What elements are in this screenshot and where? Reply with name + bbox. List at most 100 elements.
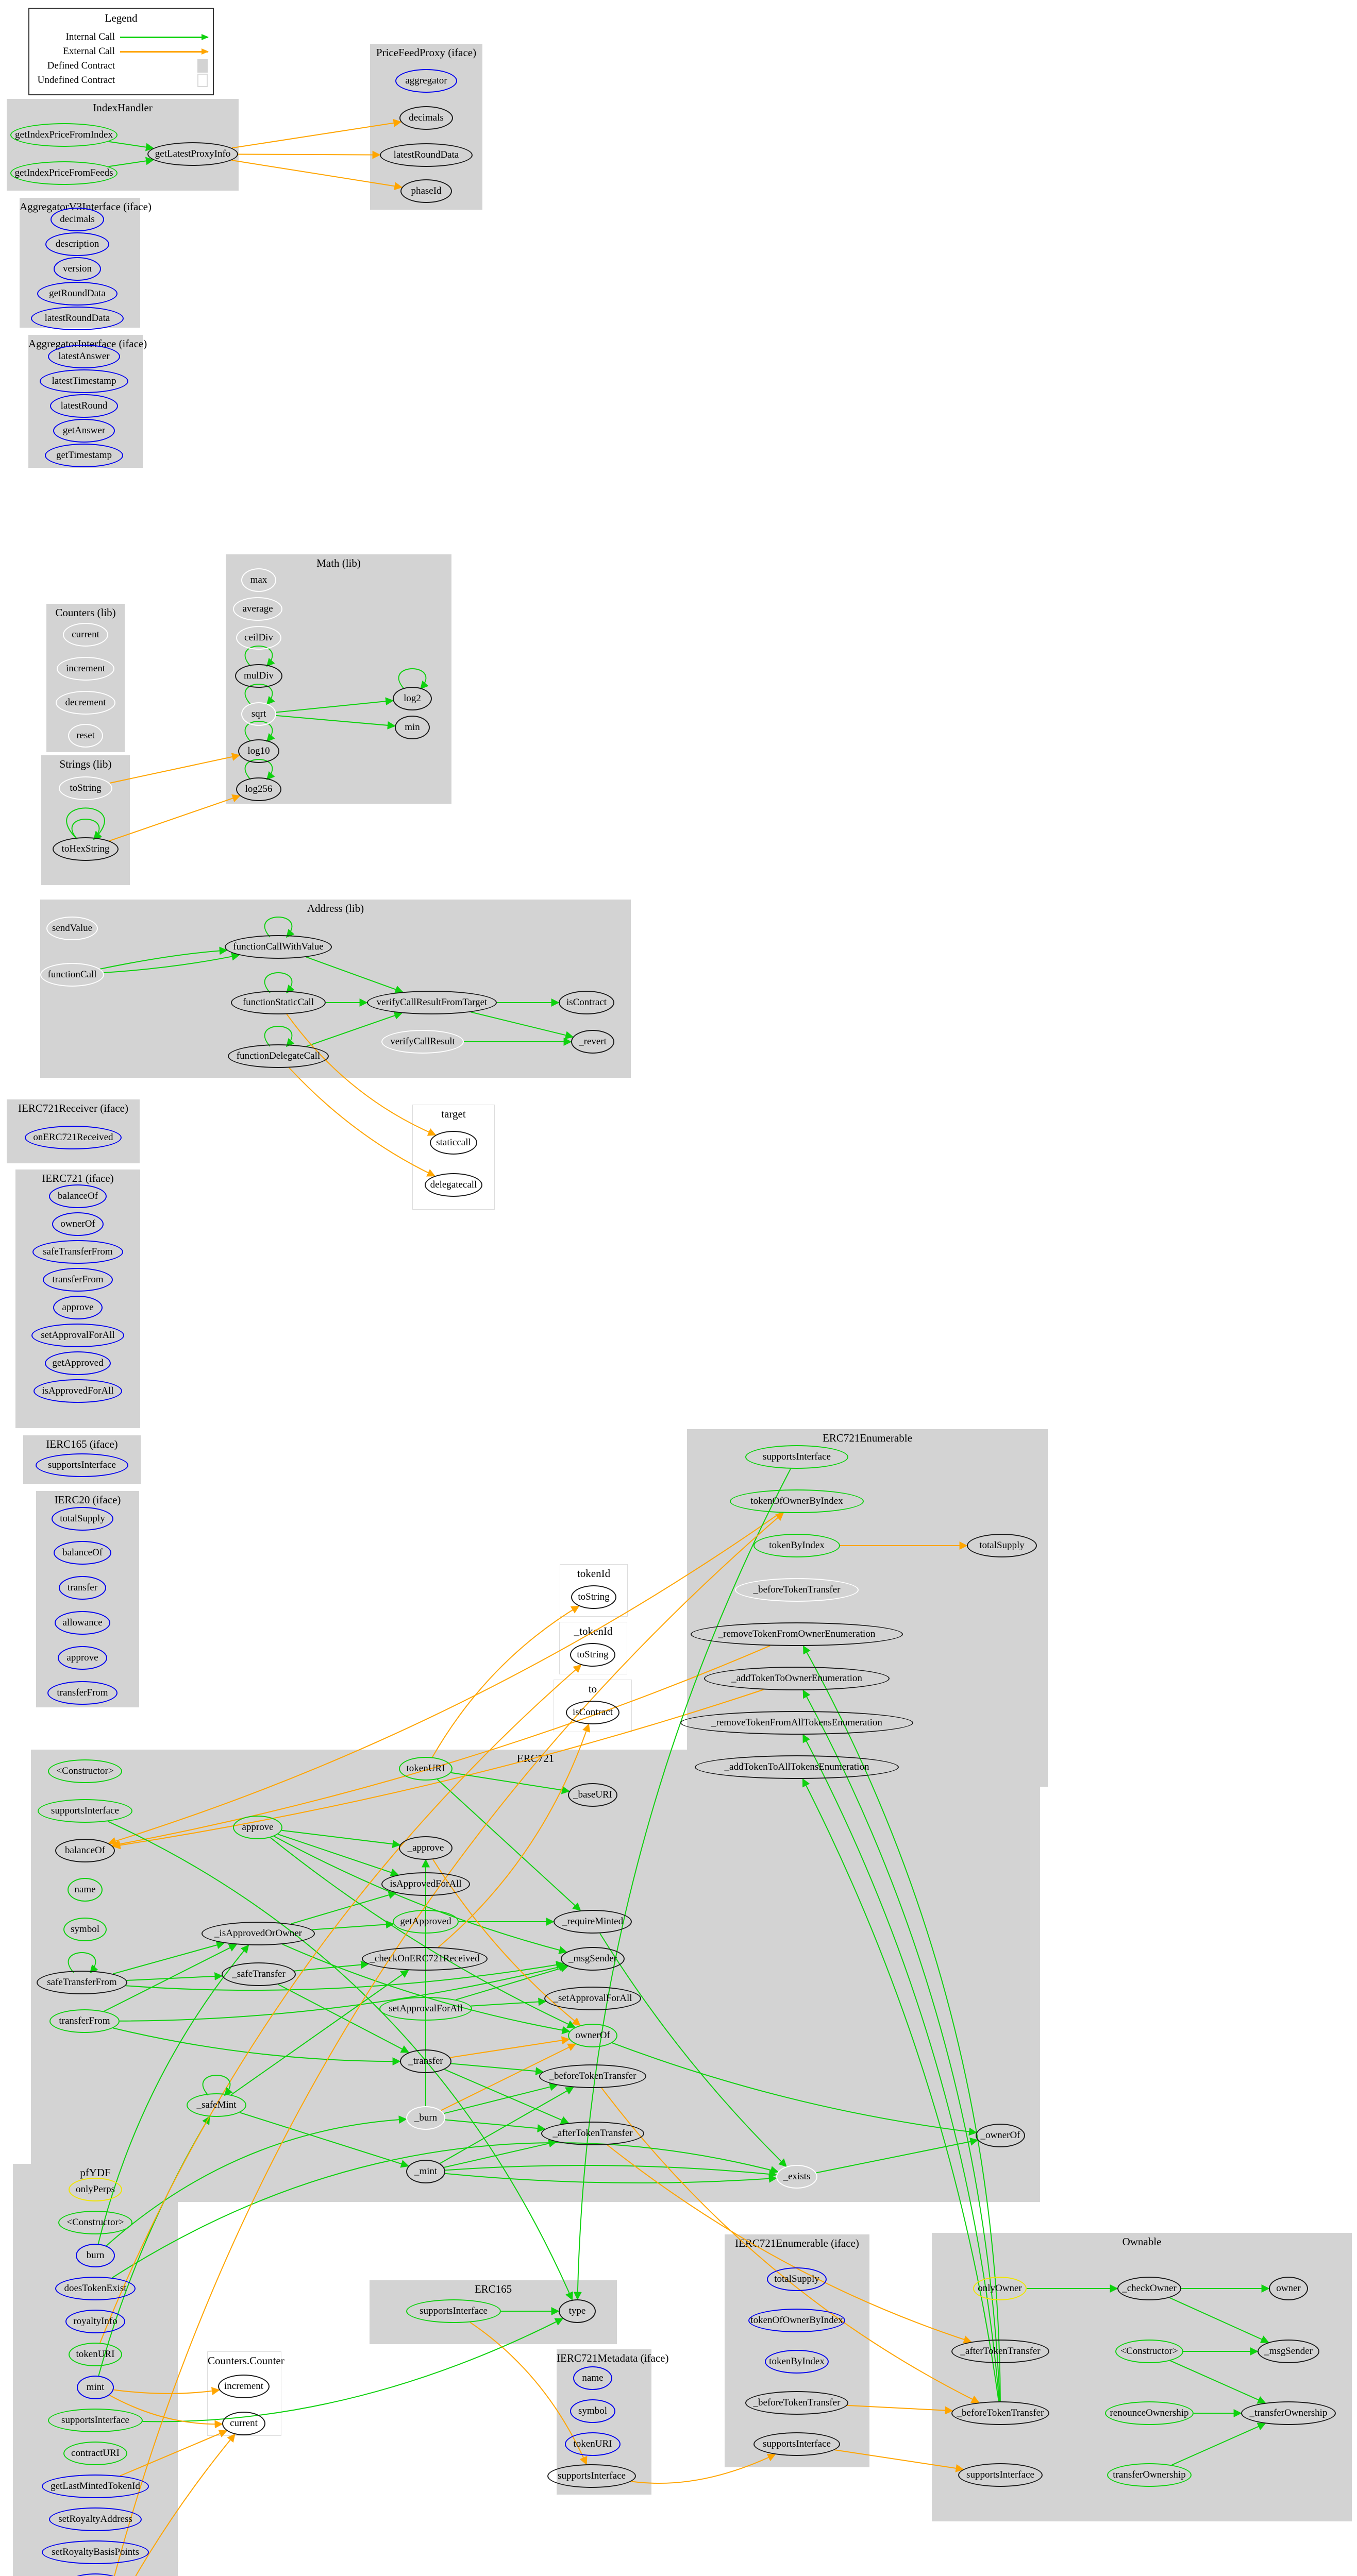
node-e721e._addTokenToAllTokensEnumeration: _addTokenToAllTokensEnumeration	[695, 1755, 899, 1779]
node-cc.increment: increment	[218, 2375, 270, 2398]
node-i721.approve: approve	[53, 1296, 103, 1319]
cluster-title-pf: pfYDF	[80, 2166, 111, 2179]
node-ai.getTimestamp: getTimestamp	[45, 444, 123, 467]
node-i20.approve: approve	[58, 1646, 107, 1670]
node-e721._exists: _exists	[776, 2165, 817, 2189]
node-cnt.current: current	[63, 623, 108, 647]
node-e721._transfer: _transfer	[400, 2049, 451, 2073]
legend-row-undefined-contract: Undefined Contract	[35, 73, 208, 88]
node-i20.transferFrom: transferFrom	[47, 1681, 118, 1705]
node-av3.version: version	[54, 257, 101, 281]
node-e721e.tokenOfOwnerByIndex: tokenOfOwnerByIndex	[730, 1489, 864, 1513]
node-ih.gipff: getIndexPriceFromFeeds	[10, 161, 118, 185]
node-own.renounceOwnership: renounceOwnership	[1105, 2401, 1194, 2425]
node-tgt.staticcall: staticcall	[430, 1131, 477, 1155]
node-cto.isContract2: isContract	[566, 1701, 619, 1724]
node-e721.balanceOf: balanceOf	[55, 1839, 115, 1862]
node-ih.gipfi: getIndexPriceFromIndex	[10, 123, 118, 147]
cluster-title-pfp: PriceFeedProxy (iface)	[376, 46, 477, 59]
node-i721.balanceOf: balanceOf	[49, 1184, 107, 1208]
node-av3.getRoundData: getRoundData	[37, 282, 118, 306]
cluster-title-cto: to	[588, 1683, 597, 1695]
node-math.mulDiv: mulDiv	[235, 664, 282, 688]
node-str.toString: toString	[59, 776, 112, 800]
node-pf.mint: mint	[77, 2376, 114, 2399]
internal-call-label: Internal Call	[65, 31, 115, 42]
cluster-title-own: Ownable	[1122, 2235, 1162, 2248]
cluster-e721: ERC721	[31, 1750, 1040, 2202]
node-e721.ownerOf: ownerOf	[568, 2024, 617, 2047]
node-i721.isApprovedForAll: isApprovedForAll	[33, 1379, 122, 1403]
node-e721e._removeTokenFromOwnerEnumeration: _removeTokenFromOwnerEnumeration	[691, 1622, 903, 1646]
node-e721e._removeTokenFromAllTokensEnumeration: _removeTokenFromAllTokensEnumeration	[680, 1711, 913, 1735]
node-av3.decimals: decimals	[51, 208, 104, 231]
node-e721.name: name	[68, 1878, 103, 1902]
internal-call-arrow-icon	[120, 33, 209, 40]
node-math.log256: log256	[236, 777, 281, 801]
node-e721.approve: approve	[233, 1816, 282, 1839]
node-ai.getAnswer: getAnswer	[53, 419, 115, 443]
cluster-str: Strings (lib)	[41, 755, 130, 885]
node-addr.functionCallWithValue: functionCallWithValue	[225, 935, 332, 959]
node-m721.symbol: symbol	[570, 2399, 615, 2423]
node-addr.verifyCallResultFromTarget: verifyCallResultFromTarget	[367, 991, 497, 1014]
node-own.constructor: <Constructor>	[1115, 2340, 1183, 2363]
node-e721.tokenURI: tokenURI	[399, 1757, 453, 1781]
node-own.owner: owner	[1269, 2277, 1308, 2300]
node-pf.setRoyaltyAddress: setRoyaltyAddress	[49, 2507, 142, 2531]
node-m721.name: name	[573, 2366, 612, 2390]
node-pf.burn: burn	[76, 2244, 115, 2267]
cluster-addr: Address (lib)	[40, 900, 631, 1078]
undefined-contract-swatch-icon	[197, 74, 208, 87]
node-cutid.toString2: toString	[570, 1643, 615, 1667]
node-e721._baseURI: _baseURI	[568, 1783, 617, 1807]
node-cnt.increment: increment	[57, 657, 114, 681]
cluster-title-ih: IndexHandler	[93, 101, 153, 114]
node-i721.ownerOf: ownerOf	[52, 1212, 104, 1236]
node-pf.royaltyInfo: royaltyInfo	[65, 2310, 125, 2333]
node-pf.doesTokenExist: doesTokenExist	[55, 2277, 136, 2300]
node-pf.onlyPerps: onlyPerps	[69, 2178, 122, 2201]
node-pf.contractURI: contractURI	[63, 2442, 127, 2465]
node-cnt.decrement: decrement	[56, 691, 115, 715]
node-i721.setApprovalForAll: setApprovalForAll	[31, 1324, 124, 1347]
node-m721.supportsInterface: supportsInterface	[547, 2464, 636, 2488]
node-i721e.tokenByIndex: tokenByIndex	[765, 2350, 829, 2374]
cluster-title-cutid: _tokenId	[574, 1625, 613, 1637]
defined-contract-swatch-icon	[197, 59, 208, 73]
cluster-title-e721e: ERC721Enumerable	[823, 1432, 912, 1444]
node-e721._requireMinted: _requireMinted	[554, 1910, 632, 1934]
node-pfp.decimals: decimals	[399, 106, 453, 130]
node-m721.tokenURI: tokenURI	[565, 2432, 621, 2456]
legend: Legend Internal Call External Call Defin…	[28, 8, 214, 95]
node-cc.current: current	[222, 2412, 265, 2435]
node-e721.supportsInterface: supportsInterface	[38, 1799, 132, 1823]
node-ctid.toString: toString	[571, 1585, 616, 1609]
node-i20.allowance: allowance	[55, 1611, 110, 1635]
node-own._beforeTokenTransfer: _beforeTokenTransfer	[951, 2401, 1049, 2425]
node-math.max: max	[241, 568, 276, 592]
node-addr.verifyCallResult: verifyCallResult	[381, 1030, 464, 1054]
legend-row-defined-contract: Defined Contract	[35, 59, 208, 73]
legend-row-external-call: External Call	[35, 44, 209, 59]
cluster-title-m721: IERC721Metadata (iface)	[557, 2352, 669, 2364]
node-e721._setApprovalForAll: _setApprovalForAll	[544, 1987, 641, 2010]
node-e721._safeTransfer: _safeTransfer	[222, 1962, 296, 1986]
cluster-title-tgt: target	[441, 1108, 466, 1120]
cluster-title-cc: Counters.Counter	[208, 2354, 284, 2367]
node-addr.isContract: isContract	[559, 991, 614, 1014]
node-pf.supportsInterface: supportsInterface	[48, 2409, 143, 2432]
node-pfp.latestRoundData: latestRoundData	[380, 143, 473, 167]
node-addr.functionStaticCall: functionStaticCall	[231, 991, 326, 1014]
node-av3.description: description	[45, 232, 109, 256]
node-i721e.supportsInterface: supportsInterface	[753, 2432, 840, 2456]
node-math.log10: log10	[238, 739, 279, 763]
node-own._transferOwnership: _transferOwnership	[1241, 2401, 1336, 2425]
node-pf.setRoyaltyBasisPoints: setRoyaltyBasisPoints	[42, 2540, 149, 2564]
node-e721e.supportsInterface: supportsInterface	[745, 1445, 848, 1469]
node-addr.sendValue: sendValue	[46, 917, 98, 940]
node-own.onlyOwner: onlyOwner	[973, 2277, 1027, 2300]
node-i721.safeTransferFrom: safeTransferFrom	[32, 1240, 123, 1264]
node-e721._ownerOf: _ownerOf	[976, 2124, 1025, 2147]
